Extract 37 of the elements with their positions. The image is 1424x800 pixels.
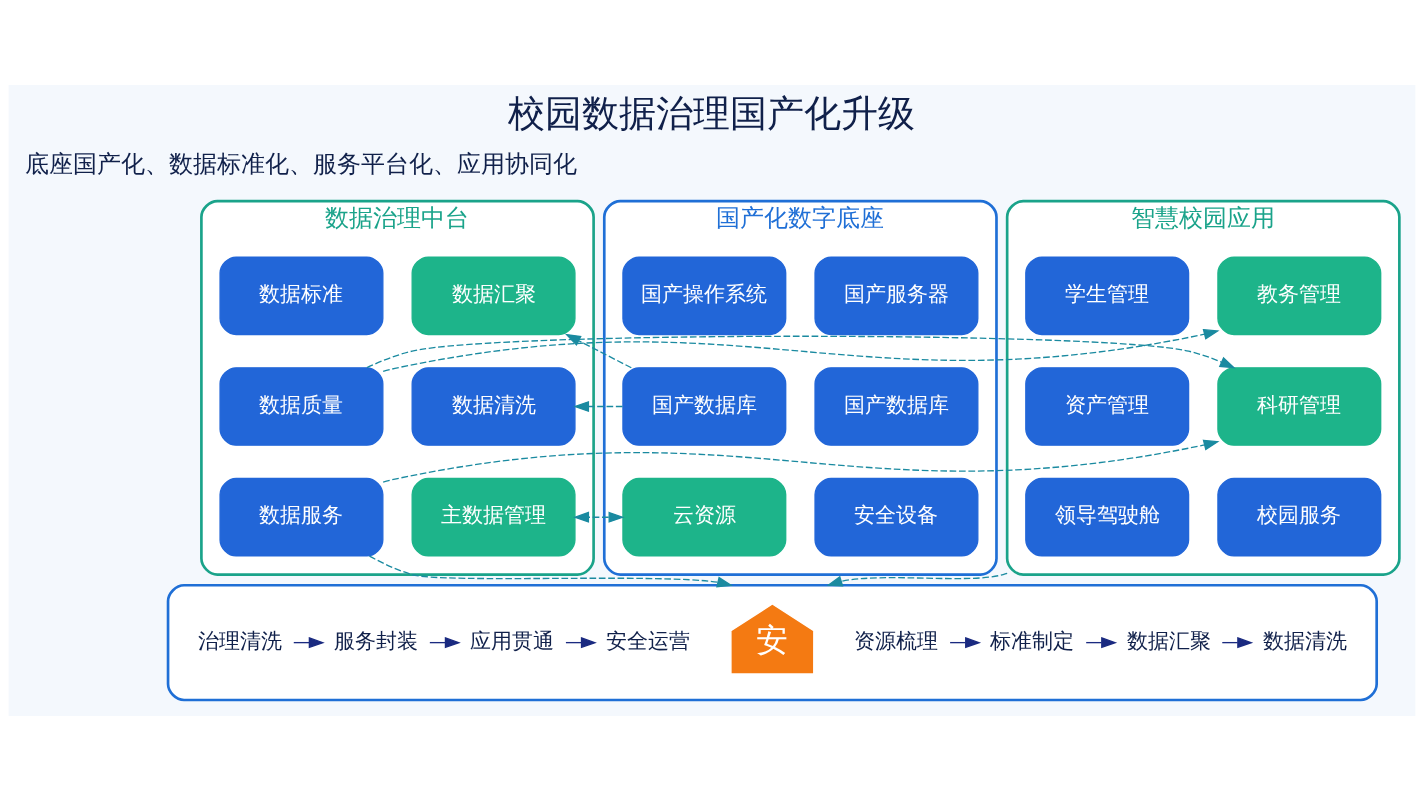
arrow [573,511,625,523]
node-box: 教务管理 [1217,255,1382,335]
node-text: 治理清洗 [198,627,283,653]
node-text: 数据清洗 [1262,627,1347,653]
node-box: 科研管理 [1217,366,1382,446]
arrow [826,572,1008,587]
node-box: 数据标准 [219,255,384,335]
node-box: 国产数据库 [622,366,787,446]
diagram-title: 校园数据治理国产化升级 [508,90,916,135]
arrow [366,335,1236,368]
node-box: 国产操作系统 [622,255,787,335]
arrow [368,554,733,588]
arrow [564,333,632,368]
label: 底座国产化、数据标准化、服务平台化、应用协同化 [25,149,578,178]
node-text: 安全运营 [606,627,691,653]
arrow [382,328,1220,372]
node-box: 数据质量 [219,366,384,446]
cluster [166,583,1378,701]
node-box: 校园服务 [1217,477,1382,557]
node-text: 资源梳理 [854,627,939,653]
node-text: 数据汇聚 [1126,627,1211,653]
node-box: 数据清洗 [411,366,576,446]
node-box: 学生管理 [1025,255,1190,335]
node-box: 国产服务器 [814,255,979,335]
node-box: 领导驾驶舱 [1025,477,1190,557]
node-box: 安全设备 [814,477,979,557]
node-box: 资产管理 [1025,366,1190,446]
arrow [382,439,1220,483]
node-text: 标准制定 [990,627,1075,653]
node-text: 服务封装 [334,627,419,653]
node-box: 国产数据库 [814,366,979,446]
node-box: 数据服务 [219,477,384,557]
node-box: 主数据管理 [411,477,576,557]
arrow [573,400,624,412]
node-box: 云资源 [622,477,787,557]
node-text: 应用贯通 [470,627,555,653]
node-box: 数据汇聚 [411,255,576,335]
